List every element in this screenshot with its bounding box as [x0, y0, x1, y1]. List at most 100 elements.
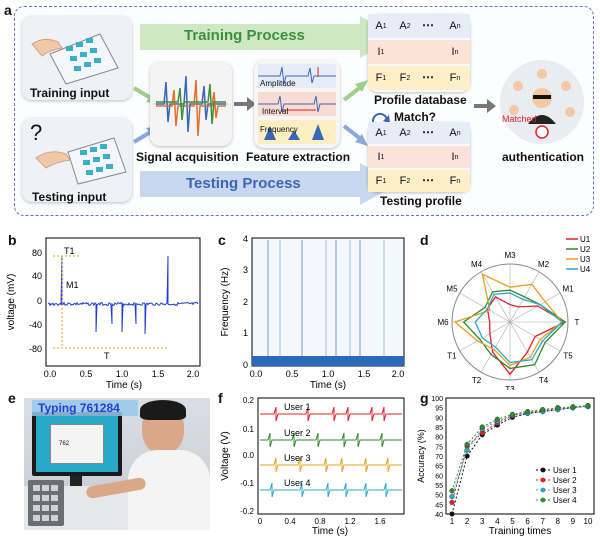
panel-g-ytick: 85 [435, 425, 443, 432]
panel-g-point [449, 499, 455, 506]
panel-g-xtick: 4 [495, 517, 500, 526]
users-icon [509, 69, 575, 139]
matrix-dots: ⋯ [422, 173, 434, 187]
authentication-label: authentication [502, 150, 585, 164]
panel-f-xtick: 0.4 [284, 517, 296, 526]
testing-profile-label: Testing profile [380, 194, 462, 208]
panel-g-point [449, 493, 455, 500]
typing-text: Typing 761284 [38, 401, 120, 415]
panel-f-trace [260, 406, 402, 422]
panel-b-ytick: 0 [37, 296, 42, 306]
testing-process-arrow [140, 163, 398, 205]
panel-d-axis-label: M5 [446, 285, 458, 294]
panel-g-point [494, 416, 500, 422]
panel-g-legend-marker [540, 477, 546, 483]
keypad-hand-icon [35, 137, 127, 185]
panel-g-legend-text: User 2 [553, 476, 577, 485]
panel-g-xtick: 3 [480, 517, 485, 526]
panel-g-label: g [420, 390, 429, 406]
signal-acquisition-label: Signal acquisition [136, 150, 239, 164]
panel-d-spoke [509, 321, 540, 373]
matrix-row-a-bg [368, 122, 470, 144]
panel-c-xtick: 0.5 [286, 369, 299, 379]
panel-d-axis-label: T4 [539, 376, 549, 385]
panel-b-ytick: -40 [29, 320, 42, 330]
panel-f-ytick: -0.2 [240, 507, 254, 516]
panel-d-axis-label: M1 [562, 285, 574, 294]
keypad-device [28, 480, 64, 526]
legend-u2: U2 [580, 245, 591, 254]
panel-d-spoke [459, 321, 511, 352]
panel-g-ytick: 60 [435, 473, 443, 480]
panel-b-t: T [104, 351, 110, 361]
panel-b-axes [45, 237, 201, 367]
legend-u1: U1 [580, 235, 591, 244]
panel-f-label: f [218, 390, 223, 406]
training-process-label: Training Process [184, 27, 305, 44]
panel-g-ytick: 100 [431, 396, 443, 403]
person-body [128, 450, 210, 530]
matched-label: Matched [502, 114, 537, 124]
panel-d-axis-label: T5 [563, 352, 573, 361]
screen-code: 762 [59, 441, 70, 447]
panel-g-axes [445, 397, 595, 515]
panel-g-xtick: 1 [450, 517, 455, 526]
legend-u3: U3 [580, 255, 591, 264]
panel-g-ytick: 45 [435, 502, 443, 509]
panel-b-label: b [8, 232, 17, 248]
panel-f-ytick: 0.2 [243, 396, 255, 405]
panel-e-label: e [8, 390, 16, 406]
panel-c-ytick: 3 [243, 265, 248, 275]
panel-a-label: a [4, 2, 12, 18]
panel-c-xlabel: Time (s) [310, 380, 346, 390]
panel-g-line-User-4 [451, 405, 589, 491]
panel-g-ytick: 70 [435, 454, 443, 461]
panel-b-ytick: -80 [29, 344, 42, 354]
panel-d-axis-label: T [575, 318, 580, 327]
panel-g-legend-marker [540, 497, 546, 503]
panel-c-axes [251, 237, 405, 367]
panel-g-point [524, 408, 531, 415]
panel-f-trace [260, 432, 402, 448]
panel-c-chart: 4 3 2 1 0 0.0 0.5 1.0 1.5 2.0 Time (s) F… [220, 234, 405, 390]
feature-amplitude-text: Amplitude [260, 79, 296, 88]
panel-g-series [449, 403, 591, 517]
panel-g-legend-text: User 1 [553, 466, 577, 475]
panel-d-axis-label: T1 [447, 352, 457, 361]
panel-g-point [449, 511, 455, 517]
panel-g-legend-text: User 3 [553, 486, 577, 495]
panel-c-xtick: 1.5 [358, 369, 371, 379]
panel-g-xtick: 5 [510, 517, 515, 526]
panel-g-ytick: 40 [435, 512, 443, 519]
panel-b-annotations [53, 255, 168, 349]
panel-g-ytick: 90 [435, 415, 443, 422]
match-label: Match? [394, 110, 436, 124]
typing-banner [32, 400, 138, 416]
panel-d-series-U3 [453, 273, 564, 367]
matrix-row-a-bg [368, 14, 470, 38]
matrix-dots: ⋯ [422, 18, 434, 32]
panel-c-ytick: 2 [243, 297, 248, 307]
training-process-arrow [140, 16, 398, 58]
panel-d-series [453, 273, 567, 376]
panel-f-user: User 4 [284, 478, 311, 488]
panel-g-ytick: 75 [435, 444, 443, 451]
panel-c-ytick: 1 [243, 328, 248, 338]
testing-process-label: Testing Process [186, 175, 301, 192]
panel-g-legend-marker [540, 467, 546, 473]
panel-c-xtick: 2.0 [392, 369, 405, 379]
keypad-keys [33, 485, 58, 521]
panel-c-xtick: 0.0 [250, 369, 263, 379]
testing-input-card [22, 118, 132, 202]
panel-f-xtick: 0 [258, 517, 263, 526]
feature-waveforms [258, 66, 336, 140]
